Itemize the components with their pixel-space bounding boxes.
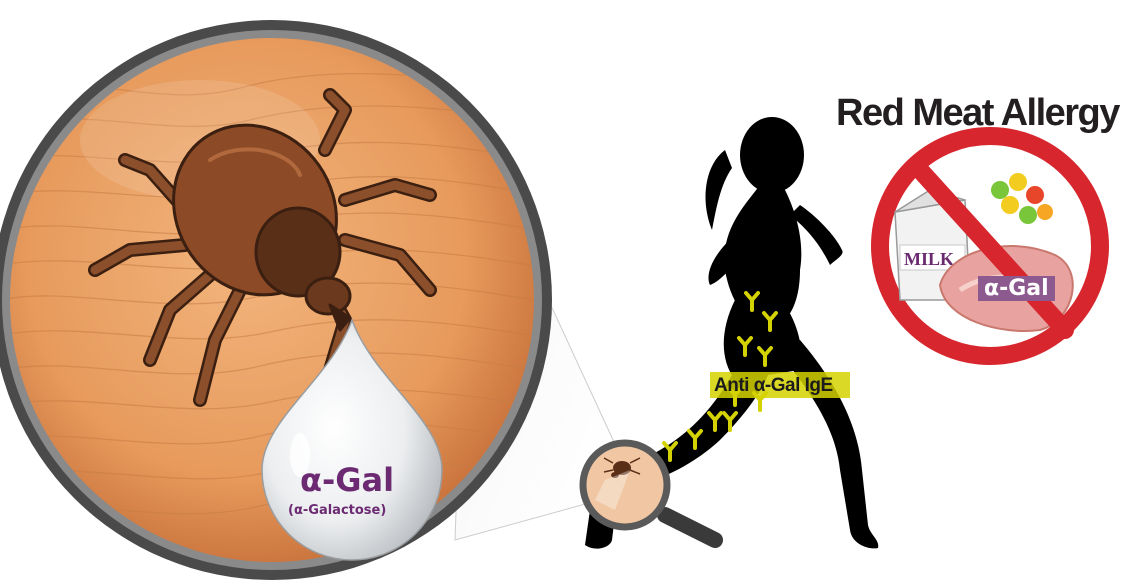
antibody-label: Anti α-Gal IgE <box>714 375 833 397</box>
food-alpha-gal-label: α-Gal <box>978 276 1055 301</box>
milk-carton-text: MILK <box>904 249 954 269</box>
alpha-gal-drop-label: α-Gal <box>300 461 394 499</box>
prohibition-icon: MILK <box>880 136 1100 356</box>
page-title: Red Meat Allergy <box>836 92 1119 135</box>
alpha-gal-drop-subtitle: (α-Galactose) <box>288 503 386 518</box>
